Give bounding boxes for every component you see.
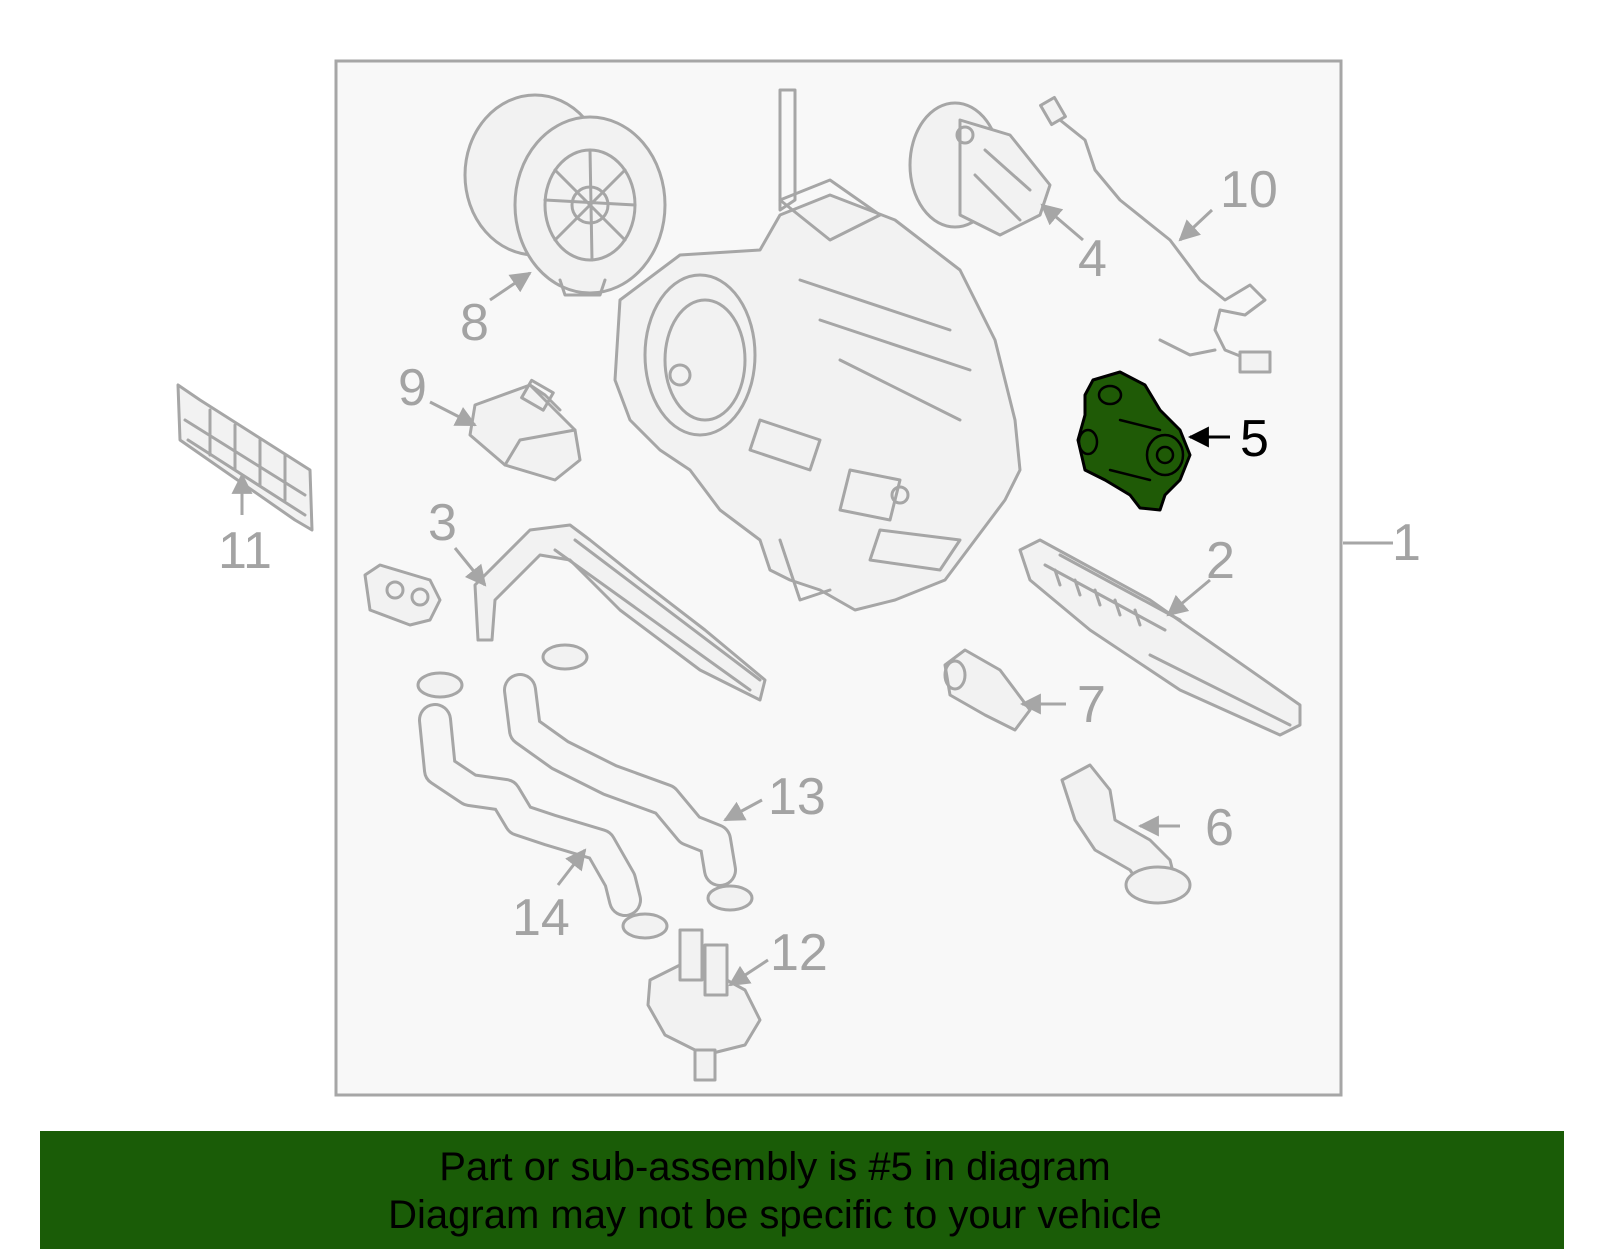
part-11-filter[interactable] xyxy=(176,383,314,532)
part-13-hose[interactable] xyxy=(503,673,737,887)
hose-clamps xyxy=(416,643,754,940)
part-8-blower-motor[interactable] xyxy=(463,93,667,297)
banner-line-2: Diagram may not be specific to your vehi… xyxy=(388,1193,1162,1237)
part-6-link[interactable] xyxy=(1060,763,1192,905)
label-part-10: 10 xyxy=(1220,161,1278,219)
label-part-12: 12 xyxy=(770,924,828,982)
label-part-9: 9 xyxy=(398,359,427,417)
callout-leaders xyxy=(231,203,1393,987)
part-4-actuator[interactable] xyxy=(908,101,1052,237)
label-part-11: 11 xyxy=(218,522,272,580)
label-part-1: 1 xyxy=(1392,514,1421,572)
label-part-4: 4 xyxy=(1078,230,1107,288)
label-part-14: 14 xyxy=(512,889,570,947)
part-2-evaporator[interactable] xyxy=(1018,538,1302,737)
part-9-resistor[interactable] xyxy=(468,378,582,482)
label-part-6: 6 xyxy=(1205,799,1234,857)
label-part-2: 2 xyxy=(1206,532,1235,590)
info-banner: Part or sub-assembly is #5 in diagram Di… xyxy=(40,1131,1564,1249)
label-part-8: 8 xyxy=(460,294,489,352)
label-part-5: 5 xyxy=(1240,410,1269,468)
label-part-7: 7 xyxy=(1077,676,1106,734)
label-part-3: 3 xyxy=(428,494,457,552)
part-7-sensor[interactable] xyxy=(943,648,1032,732)
banner-line-1: Part or sub-assembly is #5 in diagram xyxy=(439,1145,1111,1189)
part-5-mode-actuator[interactable] xyxy=(1076,370,1192,512)
part-10-wire-harness[interactable] xyxy=(1039,95,1272,374)
hvac-case[interactable] xyxy=(613,88,1022,612)
part-14-hose[interactable] xyxy=(418,703,642,917)
part-3-heater-core[interactable] xyxy=(363,523,767,702)
label-part-13: 13 xyxy=(768,768,826,826)
